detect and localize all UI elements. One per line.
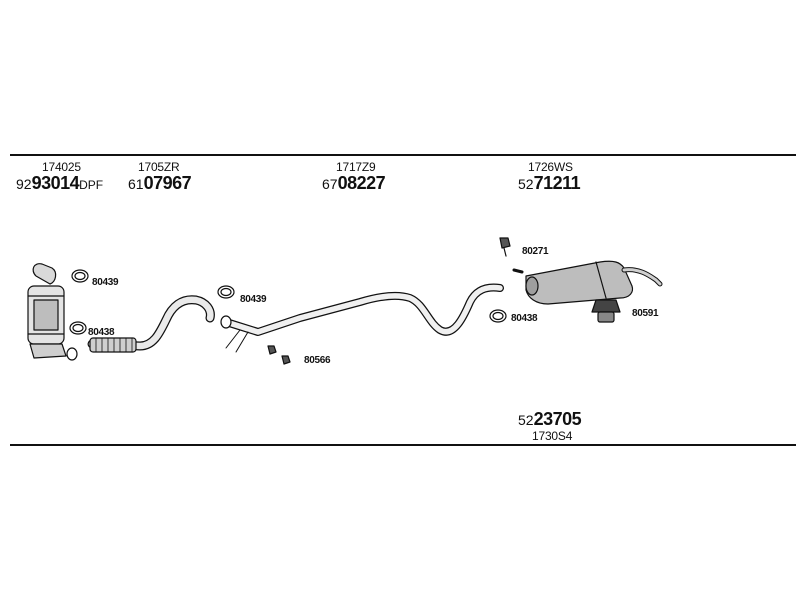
rubber-mount-icon[interactable] [591,299,621,323]
mount-label: 80591 [632,308,659,319]
part-label-catalyst-dpf[interactable]: 174025 9293014DPF [16,160,103,193]
oe-reference: 1730S4 [532,429,573,443]
part-number: 6107967 [128,173,192,193]
oe-reference: 1705ZR [138,160,180,174]
part-number: 9293014DPF [16,173,104,193]
bolt-icon[interactable] [267,345,291,365]
clamp-label: 80439 [240,294,267,305]
front-pipe-icon[interactable] [87,295,215,353]
bottom-divider [10,444,796,446]
clamp-icon[interactable] [217,285,235,299]
bolt-icon[interactable] [499,237,511,257]
clamp-icon[interactable] [489,309,507,323]
clamp-label: 80439 [92,277,119,288]
catalyst-dpf-icon[interactable] [27,263,78,361]
bolt-label: 80566 [304,355,331,366]
clamp-icon[interactable] [69,321,87,335]
part-label-rear-silencer[interactable]: 1726WS 5271211 [518,160,581,193]
oe-reference: 1717Z9 [336,160,376,174]
rear-silencer-icon[interactable] [512,260,663,305]
clamp-label: 80438 [88,327,115,338]
part-number: 5223705 [518,409,582,429]
part-number: 6708227 [322,173,386,193]
middle-pipe-icon[interactable] [220,283,504,353]
part-number: 5271211 [518,173,581,193]
part-label-front-pipe[interactable]: 1705ZR 6107967 [128,160,192,193]
clamp-label: 80438 [511,313,538,324]
top-divider [10,154,796,156]
oe-reference: 174025 [42,160,81,174]
clamp-icon[interactable] [71,269,89,283]
oe-reference: 1726WS [528,160,573,174]
part-label-mounting-kit[interactable]: 5223705 1730S4 [518,409,582,443]
bolt-label: 80271 [522,246,549,257]
part-label-middle-pipe[interactable]: 1717Z9 6708227 [322,160,386,193]
